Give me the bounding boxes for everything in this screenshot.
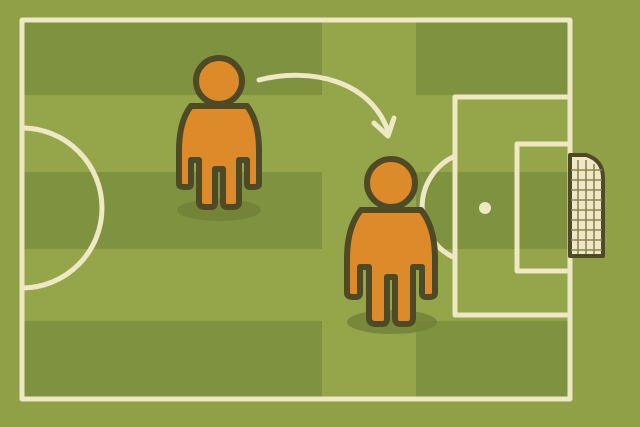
person-icon: [344, 156, 438, 327]
penalty-spot: [479, 202, 491, 214]
penalty-arc: [419, 153, 458, 261]
person-icon: [176, 55, 262, 210]
goal-net-icon: [568, 153, 605, 258]
player-shadow: [177, 199, 261, 221]
center-circle-arc: [19, 125, 105, 291]
pitch-stripes: [22, 20, 570, 399]
curved-arrow-icon: [256, 72, 397, 139]
